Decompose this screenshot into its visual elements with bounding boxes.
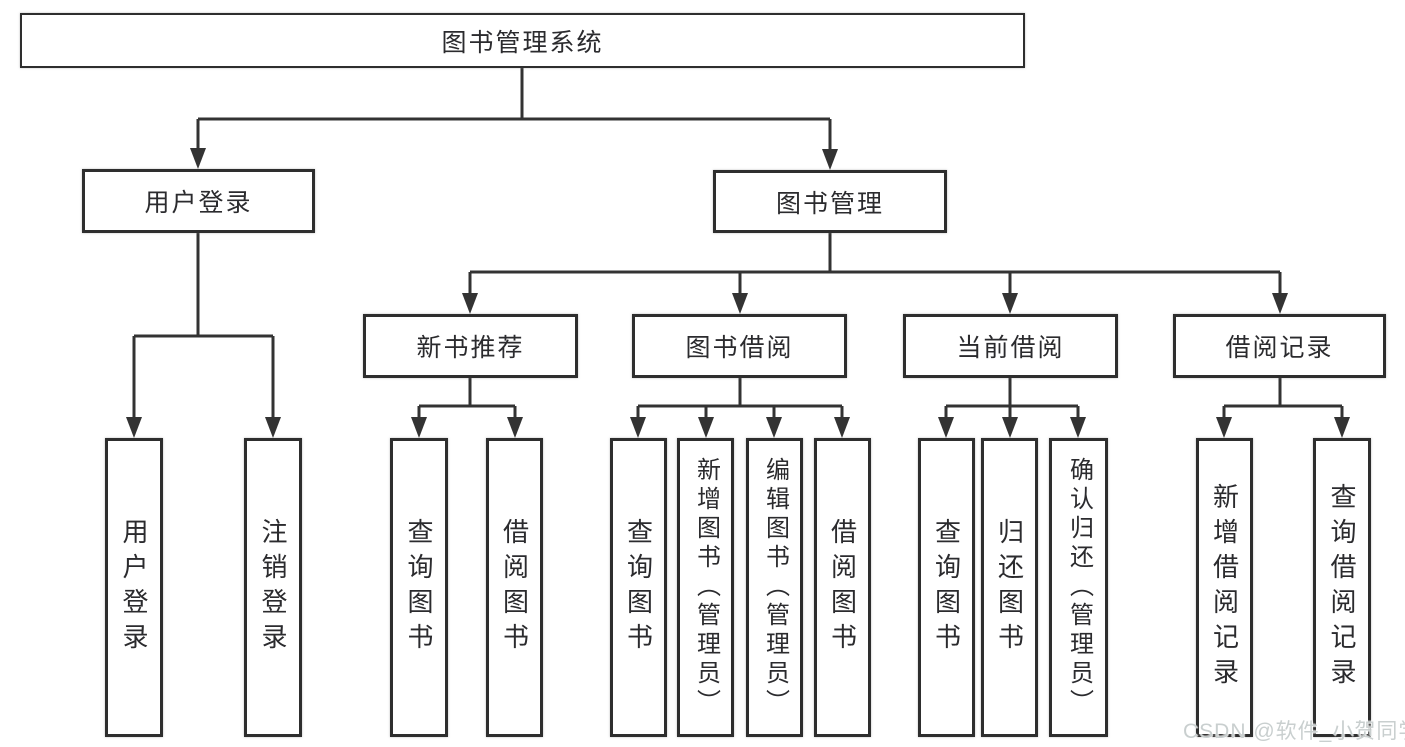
leaf-borrow-books: 借阅图书: [814, 438, 871, 737]
node-label: 图书管理系统: [441, 28, 604, 57]
node-library-system: 图书管理系统: [20, 13, 1025, 68]
csdn-watermark: CSDN @软件_小贺同学: [1183, 720, 1405, 743]
node-label: 编辑图书（管理员）: [761, 457, 789, 718]
node-book-borrowing: 图书借阅: [632, 314, 847, 378]
node-label: 新书推荐: [416, 334, 525, 362]
node-label: 确认归还（管理员）: [1065, 457, 1093, 718]
node-label: 查询图书: [931, 517, 962, 658]
node-label: 归还图书: [994, 517, 1025, 658]
node-label: 查询图书: [404, 517, 434, 658]
node-book-management: 图书管理: [713, 170, 947, 233]
node-label: 查询借阅记录: [1327, 482, 1357, 693]
node-label: 图书借阅: [685, 334, 794, 362]
node-user-login: 用户登录: [82, 169, 315, 233]
node-label: 用户登录: [119, 517, 149, 658]
leaf-edit-books-admin: 编辑图书（管理员）: [746, 438, 803, 737]
leaf-query-books-current: 查询图书: [918, 438, 975, 737]
leaf-confirm-return-admin: 确认归还（管理员）: [1049, 438, 1108, 737]
node-label: 借阅图书: [827, 517, 858, 658]
node-borrow-records: 借阅记录: [1173, 314, 1386, 378]
leaf-add-borrow-record: 新增借阅记录: [1196, 438, 1253, 737]
leaf-return-books: 归还图书: [981, 438, 1038, 737]
leaf-add-books-admin: 新增图书（管理员）: [677, 438, 734, 737]
node-label: 借阅图书: [499, 517, 530, 658]
node-new-book-recommend: 新书推荐: [363, 314, 578, 378]
leaf-query-borrow-record: 查询借阅记录: [1313, 438, 1371, 737]
node-current-borrowing: 当前借阅: [903, 314, 1118, 378]
node-label: 注销登录: [258, 517, 288, 658]
leaf-user-login: 用户登录: [105, 438, 163, 737]
node-label: 当前借阅: [956, 334, 1065, 362]
leaf-logout: 注销登录: [244, 438, 302, 737]
leaf-query-books-recommend: 查询图书: [390, 438, 448, 737]
node-label: 新增借阅记录: [1209, 482, 1240, 693]
node-label: 新增图书（管理员）: [692, 457, 720, 718]
node-label: 用户登录: [144, 189, 253, 217]
node-label: 图书管理: [775, 189, 884, 218]
leaf-query-books-borrow: 查询图书: [610, 438, 667, 737]
leaf-borrow-books-recommend: 借阅图书: [486, 438, 543, 737]
node-label: 借阅记录: [1225, 334, 1334, 362]
node-label: 查询图书: [623, 517, 654, 658]
